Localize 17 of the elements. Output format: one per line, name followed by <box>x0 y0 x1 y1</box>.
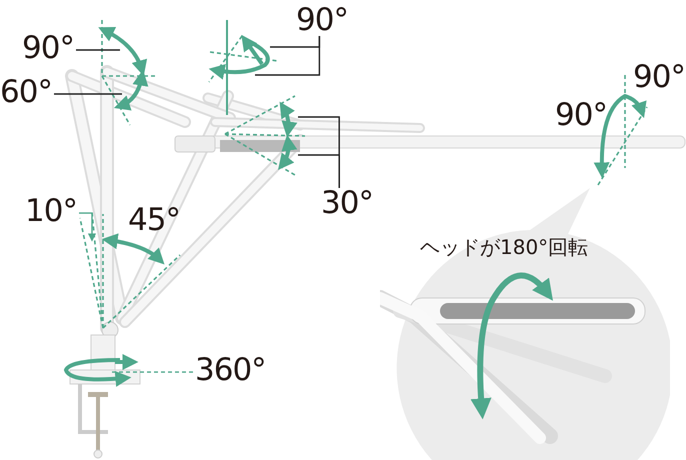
angle-label: 30° <box>321 188 373 219</box>
leader-line <box>298 154 340 188</box>
leader-line <box>255 36 320 76</box>
angle-label: 60° <box>0 77 52 108</box>
leader-line <box>54 93 122 95</box>
angle-label: 45° <box>128 205 180 236</box>
leader-line <box>79 212 96 242</box>
callout-text: ヘッドが180°回転 <box>420 234 588 261</box>
angle-label: 90° <box>22 33 74 64</box>
angle-label: 90° <box>296 5 348 36</box>
angle-label: 90° <box>633 62 685 93</box>
angle-label: 360° <box>195 355 266 386</box>
angle-label: 10° <box>25 196 77 227</box>
angle-label: 90° <box>555 100 607 131</box>
callout-bubble <box>380 186 670 460</box>
leader-line <box>76 49 120 51</box>
leader-line <box>110 371 193 373</box>
